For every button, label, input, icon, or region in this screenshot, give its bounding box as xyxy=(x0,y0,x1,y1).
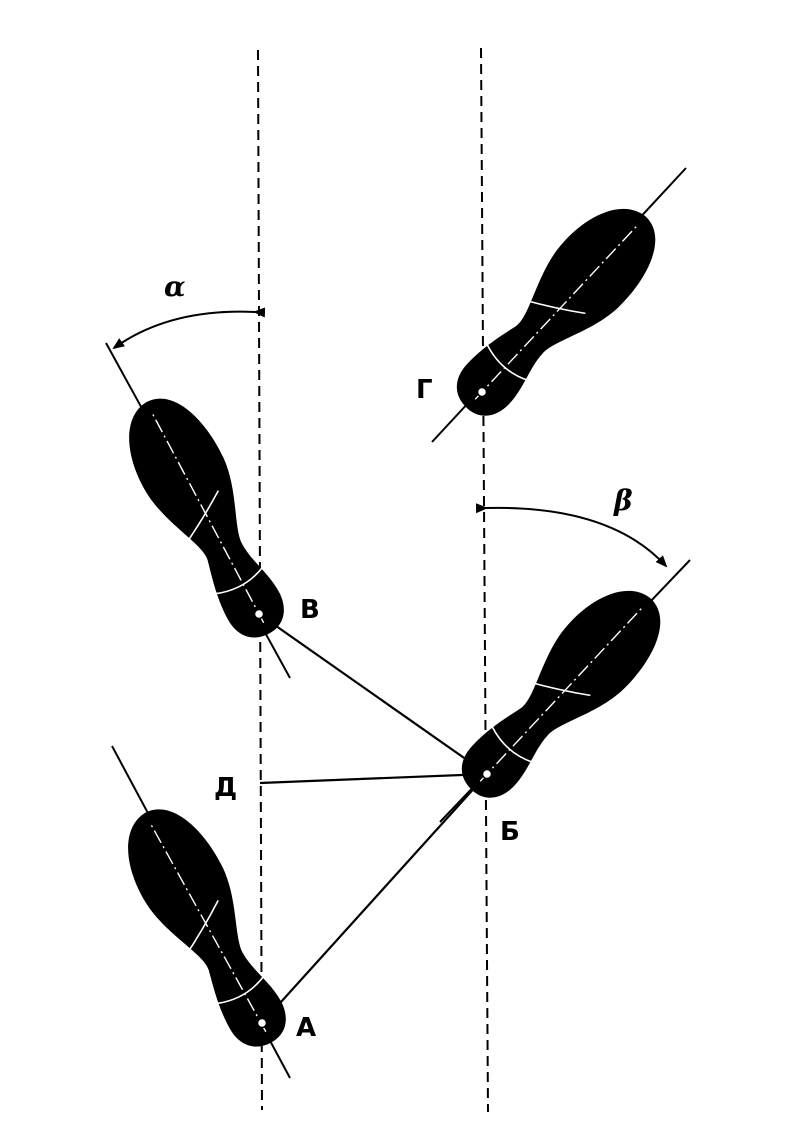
alpha-label: α xyxy=(164,270,186,303)
footprint-a xyxy=(106,745,310,1079)
footprint-g xyxy=(431,167,687,443)
step-line-v-b xyxy=(258,613,488,775)
beta-label: β xyxy=(613,484,633,517)
point-g-marker xyxy=(476,386,488,398)
point-a-label: А xyxy=(296,1013,316,1043)
alpha-angle-arc xyxy=(112,307,266,350)
right-guide-line xyxy=(480,47,489,1113)
footprint-v xyxy=(105,342,308,679)
point-g-label: Г xyxy=(416,375,433,405)
footprint-b xyxy=(439,559,691,823)
step-line-d-b xyxy=(259,772,488,785)
beta-angle-arc xyxy=(475,503,668,568)
step-line-a-b xyxy=(261,773,488,1024)
point-b-marker xyxy=(481,768,493,780)
point-v-marker xyxy=(253,608,265,620)
point-v-label: В xyxy=(300,595,320,625)
point-b-label: Б xyxy=(500,817,520,847)
point-a-marker xyxy=(256,1017,268,1029)
point-d-label: Д xyxy=(214,773,237,803)
